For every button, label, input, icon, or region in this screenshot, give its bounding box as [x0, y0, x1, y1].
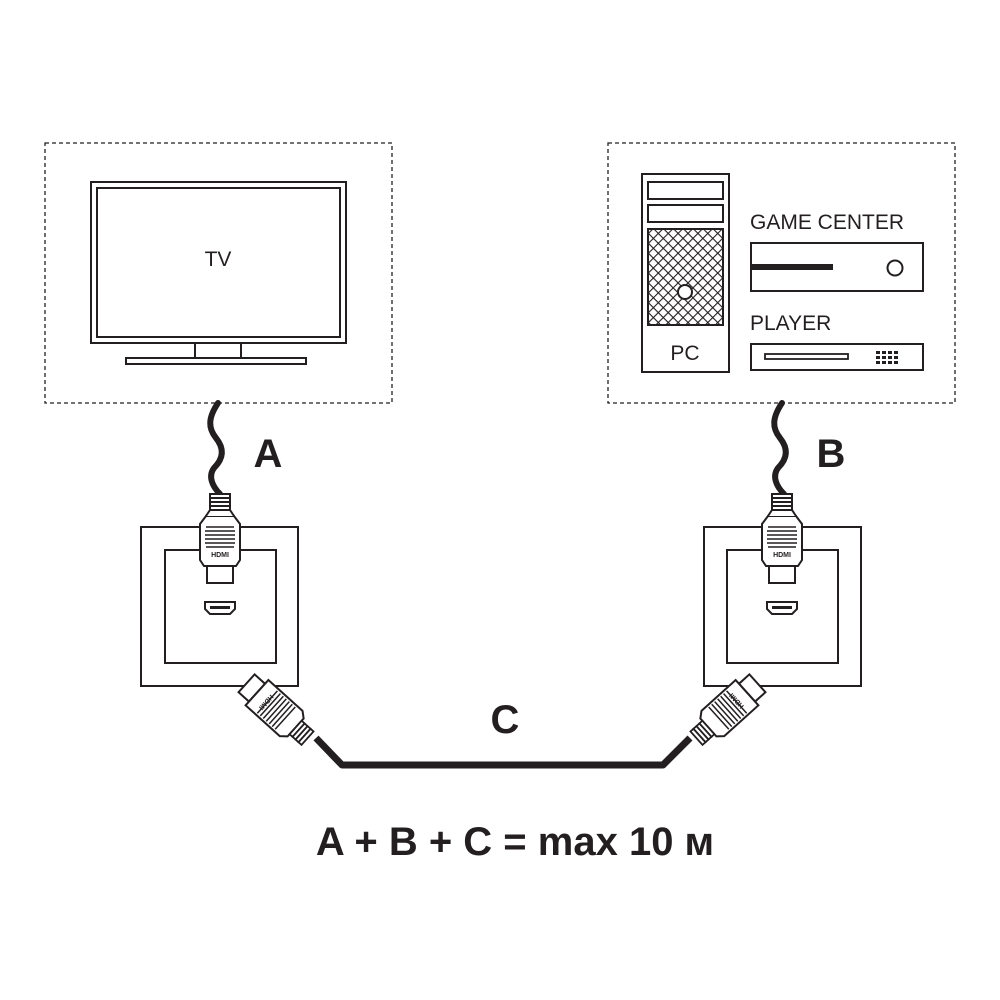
player-label: PLAYER	[750, 312, 831, 335]
hdmi-plug-a-icon: HDMI	[199, 493, 241, 584]
cable-a	[207, 400, 225, 497]
svg-text:HDMI: HDMI	[211, 552, 229, 559]
pc-tower-icon	[641, 173, 730, 373]
tv-label: TV	[205, 248, 232, 271]
media-player-icon	[750, 343, 924, 371]
game-center-label: GAME CENTER	[750, 211, 904, 234]
pc-label: PC	[670, 342, 699, 365]
game-console-icon	[750, 242, 924, 292]
svg-text:HDMI: HDMI	[773, 552, 791, 559]
hdmi-plug-b-icon: HDMI	[761, 493, 803, 584]
cable-a-label: A	[254, 432, 283, 476]
cable-b-label: B	[817, 432, 846, 476]
hdmi-port-left-icon	[204, 601, 236, 615]
cable-b	[771, 400, 789, 497]
hdmi-plug-c-left-icon: HDMI	[234, 669, 320, 752]
tv-group: TV	[44, 142, 393, 404]
tv-icon	[90, 181, 347, 365]
hdmi-port-right-icon	[766, 601, 798, 615]
cable-c-label: C	[491, 698, 520, 742]
cable-c	[313, 735, 693, 769]
hdmi-plug-c-right-icon: HDMI	[684, 669, 770, 752]
length-formula: A + B + C = max 10 м	[316, 820, 714, 864]
devices-group: PC GAME CENTER PLAYER	[607, 142, 956, 404]
